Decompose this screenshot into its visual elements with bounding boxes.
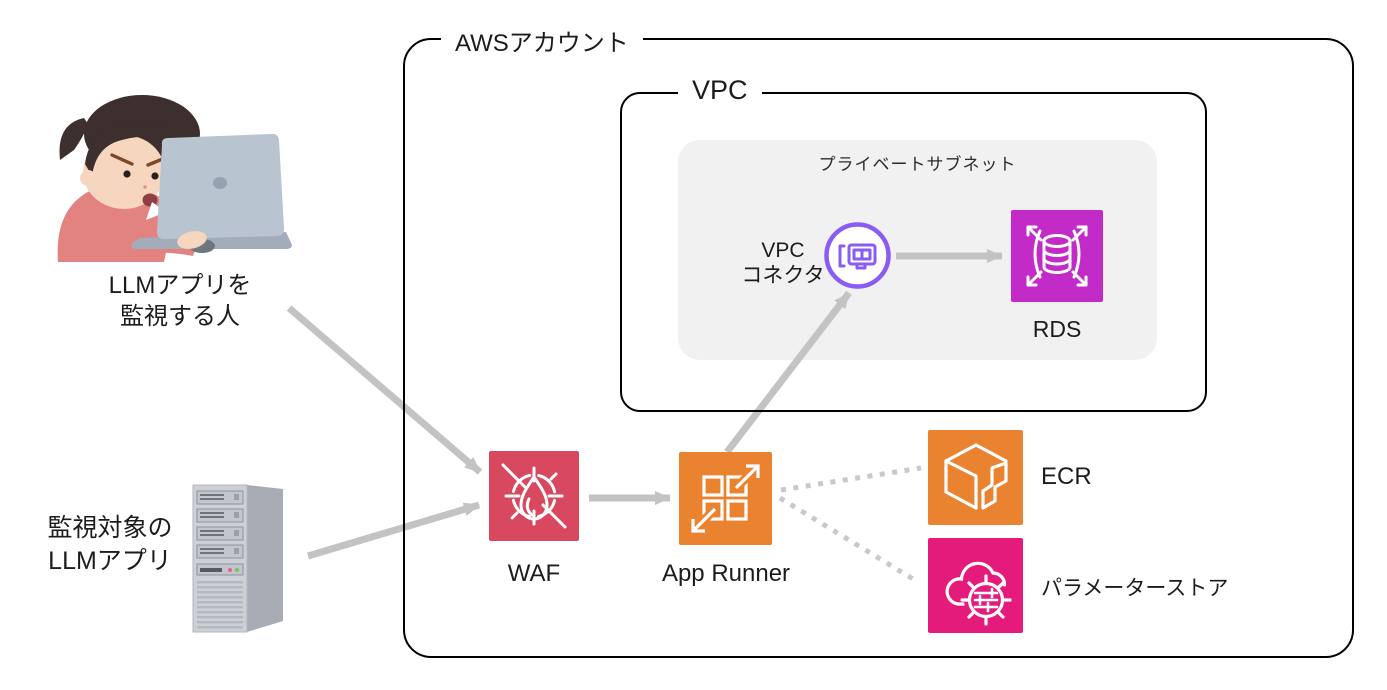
eye-right xyxy=(151,172,159,180)
ear xyxy=(80,170,96,186)
bangs xyxy=(85,121,194,176)
collar xyxy=(146,202,166,220)
vents xyxy=(197,581,243,629)
arrow-server-to-waf xyxy=(306,501,481,560)
container-registry-box-icon xyxy=(944,443,1008,510)
server-label-line1: 監視対象の xyxy=(47,514,173,542)
nose xyxy=(143,185,147,189)
server-tower-illustration xyxy=(192,484,283,633)
waf-tile xyxy=(489,451,579,541)
server-label: 監視対象の LLMアプリ xyxy=(20,512,200,578)
vpc-connector-label: VPC コネクタ xyxy=(723,238,843,288)
app-runner-tile xyxy=(679,452,772,545)
server-label-line2: LLMアプリ xyxy=(48,547,172,575)
laptop-logo xyxy=(213,177,227,189)
person-label-line1: LLMアプリを xyxy=(108,272,252,299)
parameter-store-label: パラメーターストア xyxy=(1041,577,1229,600)
hand xyxy=(177,231,207,249)
aws-account-box: AWSアカウント xyxy=(403,23,1354,658)
parameter-store-tile xyxy=(928,538,1023,633)
vpc-connector-label-line2: コネクタ xyxy=(741,264,825,287)
flame-target-icon xyxy=(501,463,567,529)
waf-label: WAF xyxy=(507,560,561,587)
arrow-apprunner-to-connector xyxy=(724,290,852,455)
app-runner-label: App Runner xyxy=(661,560,791,587)
vpc-label: VPC xyxy=(678,75,762,106)
arrow-person-to-waf xyxy=(286,305,483,475)
server-side xyxy=(247,485,283,632)
control-panel xyxy=(196,563,244,576)
ecr-tile xyxy=(928,430,1023,525)
eye-left xyxy=(123,170,131,178)
cloud-gear-sliders-icon xyxy=(945,561,1012,626)
vpc-box: VPC xyxy=(620,75,1207,412)
dotted-line-apprunner-to-parameterstore xyxy=(778,495,920,585)
person-label-line2: 監視する人 xyxy=(120,303,240,330)
person-at-laptop-illustration xyxy=(57,95,292,262)
ecr-label: ECR xyxy=(1041,463,1092,490)
face xyxy=(83,135,165,209)
ponytail xyxy=(59,118,88,160)
rds-tile xyxy=(1011,210,1103,302)
person-label: LLMアプリを 監視する人 xyxy=(80,270,280,332)
database-scale-icon xyxy=(1026,225,1088,287)
scaling-squares-icon xyxy=(689,462,762,535)
aws-account-label: AWSアカウント xyxy=(441,23,643,58)
eyebrow-left xyxy=(110,153,134,166)
network-interface-icon xyxy=(824,222,891,289)
private-subnet-label: プライベートサブネット xyxy=(818,155,1017,174)
drive-bays xyxy=(196,490,244,559)
rds-label: RDS xyxy=(1032,316,1082,342)
vpc-connector-label-line1: VPC xyxy=(761,239,805,262)
